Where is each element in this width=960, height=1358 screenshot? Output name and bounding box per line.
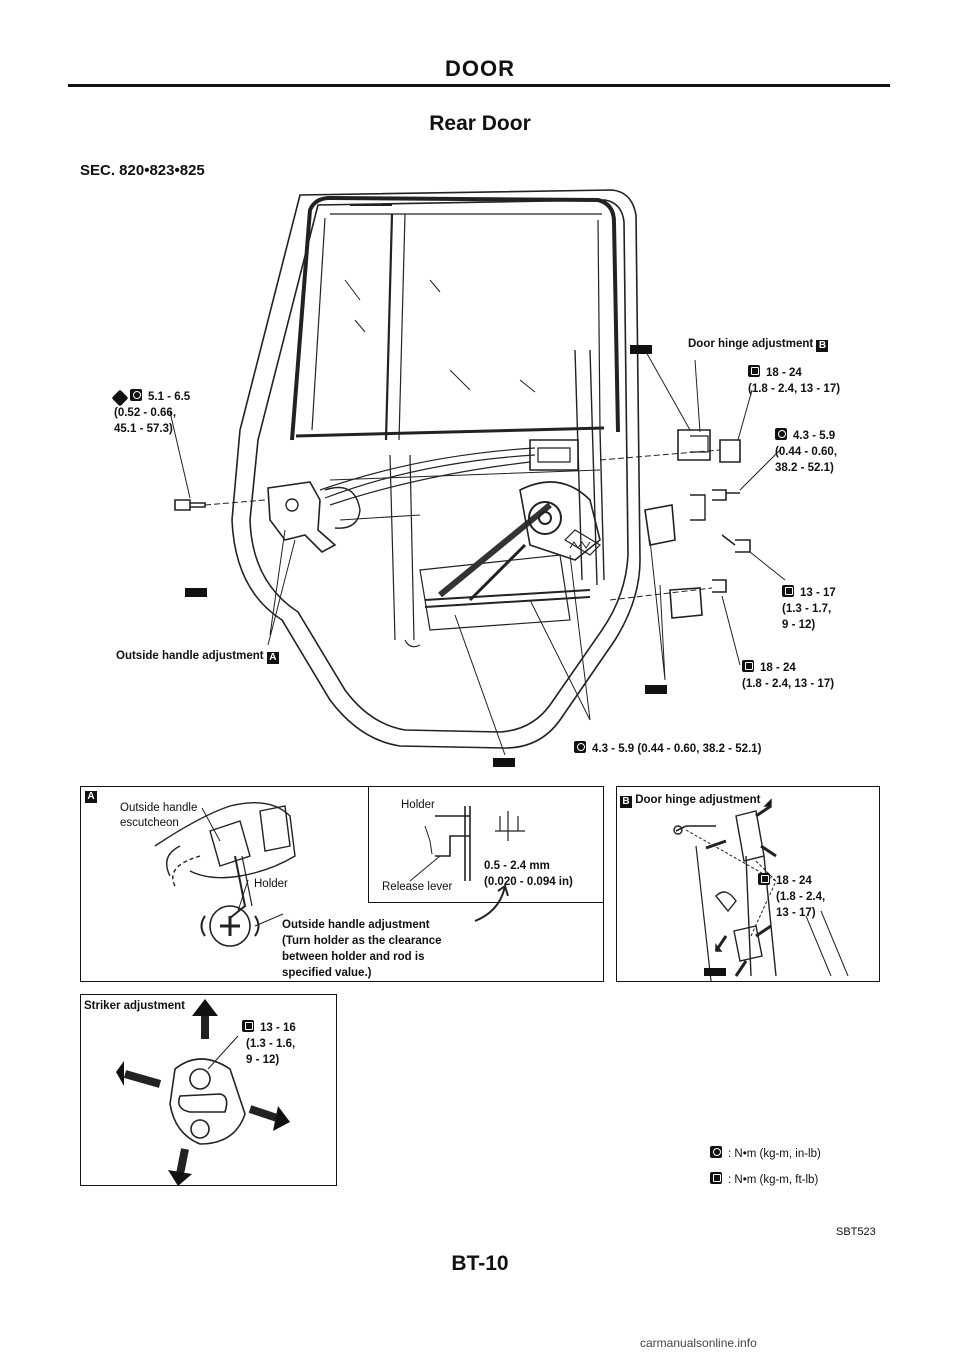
section-header: DOOR	[445, 56, 515, 81]
detail-a-illustration	[154, 801, 525, 947]
left-torque-callout: 5.1 - 6.5 (0.52 - 0.66, 45.1 - 57.3)	[114, 389, 190, 437]
bottom-bolt-callout: 4.3 - 5.9 (0.44 - 0.60, 38.2 - 52.1)	[574, 741, 761, 757]
detail-b-title-text: Door hinge adjustment	[635, 794, 761, 806]
striker-illustration	[116, 999, 290, 1186]
mid-bolt-callout: 13 - 17 (1.3 - 1.7, 9 - 12)	[782, 585, 836, 633]
upper-bolt-value: 4.3 - 5.9 (0.44 - 0.60, 38.2 - 52.1)	[775, 430, 838, 474]
legend-ft-lb: : N•m (kg-m, ft-lb)	[710, 1172, 818, 1188]
torque-icon	[742, 660, 754, 672]
low-bolt-value: 18 - 24 (1.8 - 2.4, 13 - 17)	[742, 662, 835, 690]
striker-torque: 13 - 16 (1.3 - 1.6, 9 - 12)	[242, 1020, 296, 1068]
inset-holder-label: Holder	[401, 799, 435, 811]
outside-handle-callout: Outside handle adjustment A	[116, 648, 279, 664]
hinge-bolt-value: 18 - 24 (1.8 - 2.4, 13 - 17)	[748, 367, 841, 395]
upper-bolt-callout: 4.3 - 5.9 (0.44 - 0.60, 38.2 - 52.1)	[775, 428, 837, 476]
hinge-bolt-callout: 18 - 24 (1.8 - 2.4, 13 - 17)	[748, 365, 840, 397]
watermark: carmanualsonline.info	[640, 1336, 757, 1350]
striker-torque-value: 13 - 16 (1.3 - 1.6, 9 - 12)	[246, 1022, 296, 1066]
left-torque-value: 5.1 - 6.5 (0.52 - 0.66, 45.1 - 57.3)	[114, 391, 191, 435]
legend-in-lb-text: : N•m (kg-m, in-lb)	[728, 1148, 821, 1160]
striker-title: Striker adjustment	[84, 1000, 185, 1012]
clearance-value: 0.5 - 2.4 mm (0.020 - 0.094 in)	[484, 860, 573, 888]
bottom-bolt-value: 4.3 - 5.9 (0.44 - 0.60, 38.2 - 52.1)	[592, 743, 762, 755]
striker-panel	[80, 994, 337, 1186]
torque-icon	[130, 389, 142, 401]
low-bolt-callout: 18 - 24 (1.8 - 2.4, 13 - 17)	[742, 660, 834, 692]
legend-in-lb: : N•m (kg-m, in-lb)	[710, 1146, 821, 1162]
torque-icon	[574, 741, 586, 753]
door-hinge-callout: Door hinge adjustment B	[688, 336, 829, 352]
mid-bolt-value: 13 - 17 (1.3 - 1.7, 9 - 12)	[782, 587, 836, 631]
legend-ft-lb-text: : N•m (kg-m, ft-lb)	[728, 1174, 819, 1186]
torque-icon	[242, 1020, 254, 1032]
detail-a-inset	[368, 786, 604, 903]
outside-handle-label: Outside handle adjustment	[116, 650, 264, 662]
detail-b-box: B	[620, 796, 632, 808]
torque-icon	[710, 1172, 722, 1184]
detail-b-torque-value: 18 - 24 (1.8 - 2.4, 13 - 17)	[776, 875, 826, 919]
holder-label: Holder	[254, 878, 288, 890]
detail-b-panel	[616, 786, 880, 982]
figure-code: SBT523	[836, 1226, 876, 1238]
page-number: BT-10	[451, 1252, 509, 1275]
door-hinge-label: Door hinge adjustment	[688, 338, 814, 350]
torque-icon	[748, 365, 760, 377]
detail-a-label: A	[85, 791, 97, 803]
detail-b-marker: B	[816, 340, 829, 352]
door-illustration	[112, 189, 786, 767]
release-lever-label: Release lever	[382, 881, 453, 893]
torque-icon	[710, 1146, 722, 1158]
header-rule	[68, 84, 890, 87]
detail-b-torque: 18 - 24 (1.8 - 2.4, 13 - 17)	[758, 873, 826, 921]
torque-icon	[782, 585, 794, 597]
torque-icon	[775, 428, 787, 440]
escutcheon-label: Outside handle escutcheon	[120, 802, 198, 829]
detail-b-illustration	[673, 798, 849, 982]
outside-handle-note: Outside handle adjustment (Turn holder a…	[282, 919, 442, 979]
detail-b-title: B Door hinge adjustment	[620, 792, 760, 808]
page-title: Rear Door	[429, 112, 531, 135]
section-code: SEC. 820•823•825	[80, 162, 205, 179]
torque-icon	[758, 873, 770, 885]
detail-a-marker: A	[266, 652, 279, 664]
